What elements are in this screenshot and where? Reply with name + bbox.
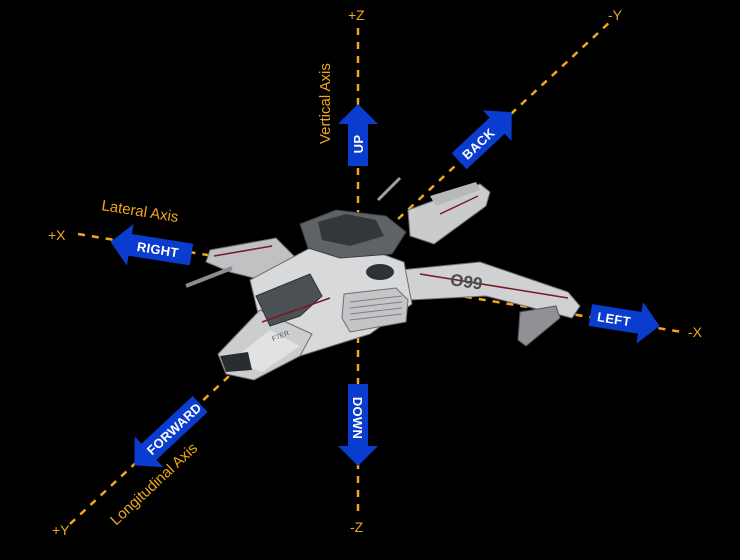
arrow-down: DOWN <box>338 384 378 466</box>
axis-end-plus-x: +X <box>48 227 66 243</box>
arrow-up: UP <box>338 104 378 166</box>
axis-end-plus-z: +Z <box>348 7 365 23</box>
spaceship-illustration: O99 F7ER <box>185 176 581 381</box>
arrow-down-label: DOWN <box>350 397 365 439</box>
arrow-left-label: LEFT <box>596 309 632 329</box>
axis-end-minus-x: -X <box>688 324 703 340</box>
vertical-axis-title: Vertical Axis <box>317 63 334 144</box>
arrow-right: RIGHT <box>110 224 194 266</box>
hull-number: O99 <box>449 270 483 293</box>
arrow-left: LEFT <box>588 302 660 344</box>
axis-end-minus-z: -Z <box>350 519 364 535</box>
axis-end-plus-y: +Y <box>52 522 70 538</box>
arrow-up-label: UP <box>351 135 366 154</box>
axis-end-minus-y: -Y <box>608 7 623 23</box>
arrow-right-label: RIGHT <box>136 239 180 260</box>
